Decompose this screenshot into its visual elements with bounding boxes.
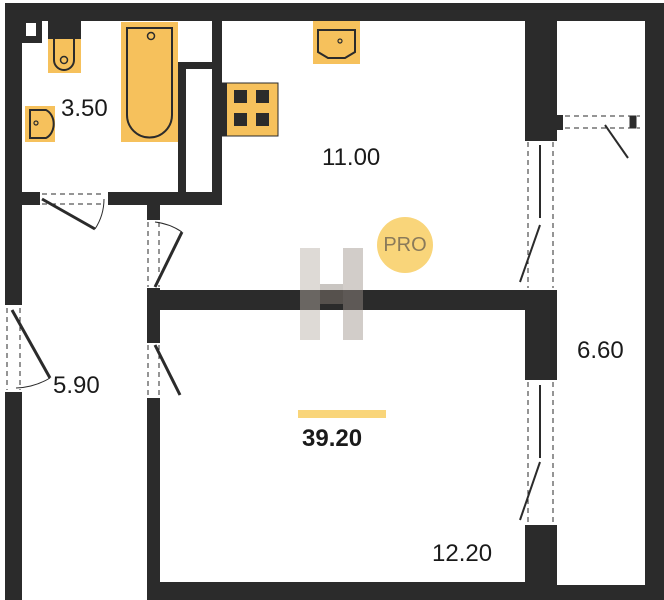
doors xyxy=(6,115,640,523)
logo-watermark xyxy=(300,248,363,340)
bathroom-area-label: 3.50 xyxy=(61,95,108,122)
hall-area-label: 5.90 xyxy=(53,372,100,399)
total-area-label: 39.20 xyxy=(302,425,363,452)
kitchen-area-label: 11.00 xyxy=(322,144,381,171)
bathtub-icon xyxy=(121,22,178,142)
living-area-label: 12.20 xyxy=(432,540,493,567)
toilet-icon xyxy=(48,21,81,73)
kitchen-sink-icon xyxy=(313,21,360,64)
balcony-area-label: 6.60 xyxy=(577,337,624,364)
walls xyxy=(5,3,664,600)
total-area-bar xyxy=(298,410,386,418)
stove-icon xyxy=(221,82,279,137)
bathroom-sink-icon xyxy=(25,106,55,142)
pro-badge: PRO xyxy=(377,217,433,273)
